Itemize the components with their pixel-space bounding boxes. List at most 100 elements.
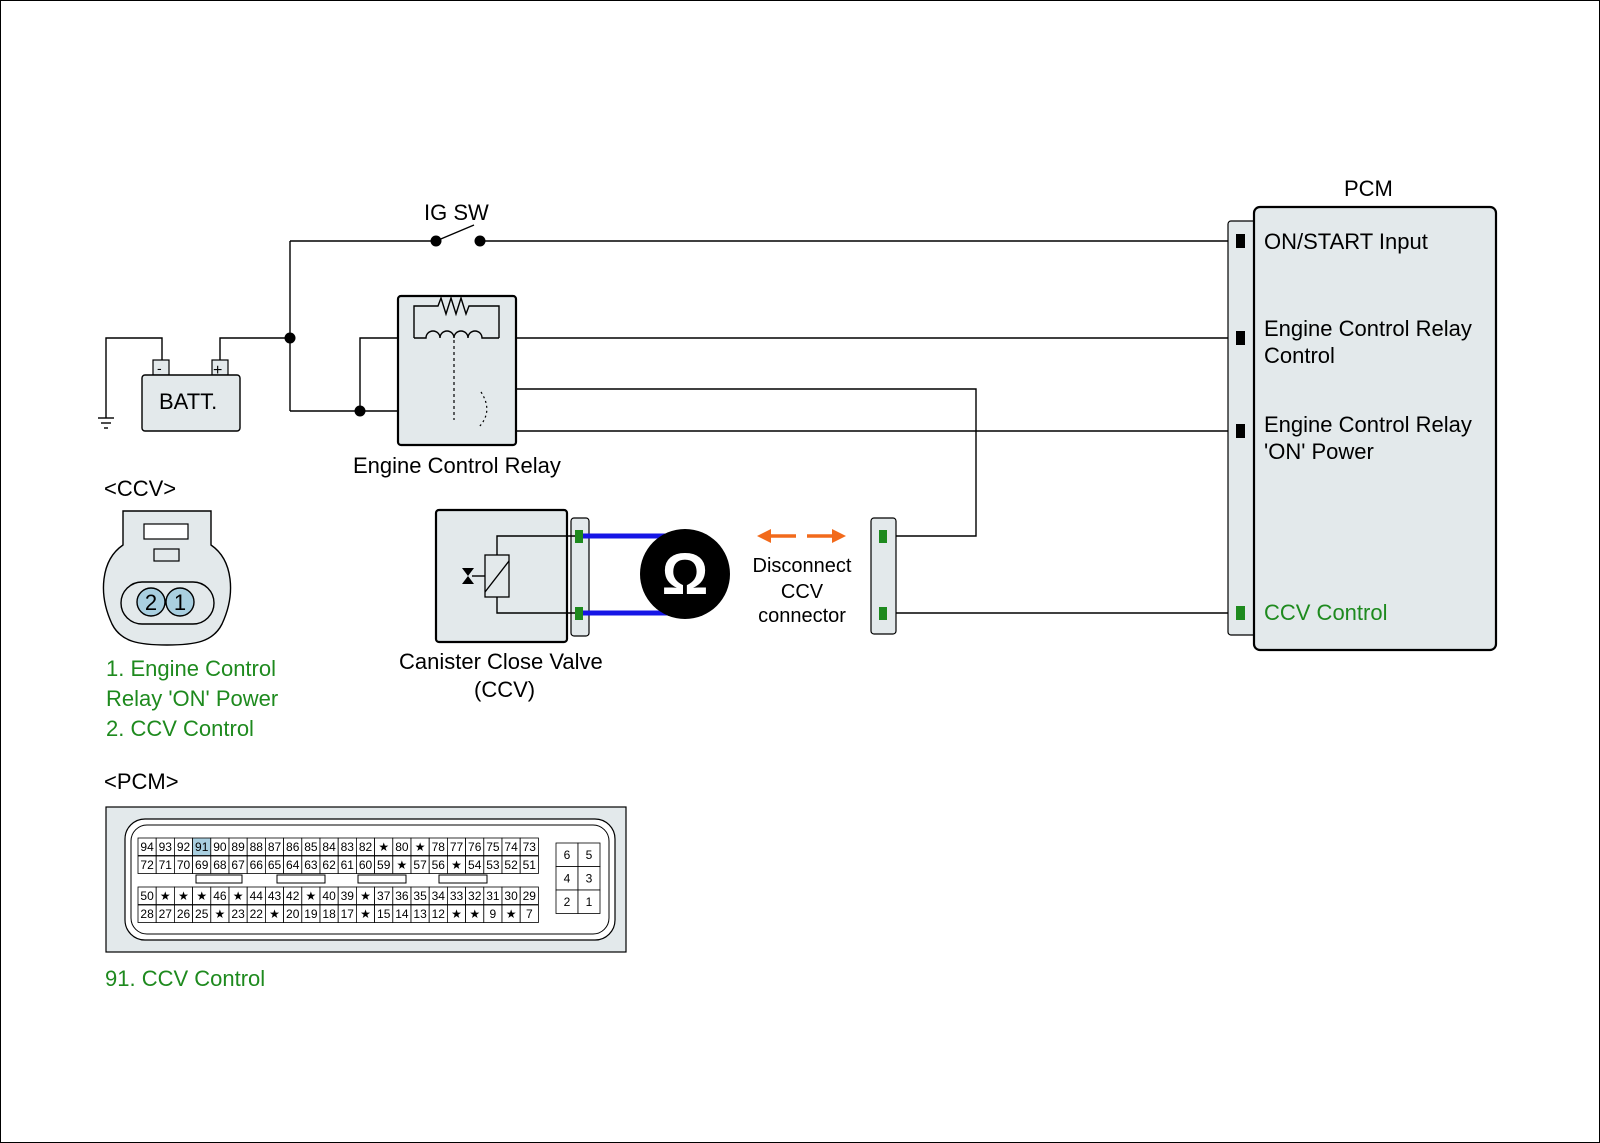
battery: - + BATT. xyxy=(141,359,241,432)
pcm-pin-label: ★ xyxy=(360,889,371,903)
pcm-pin-label: 71 xyxy=(159,858,173,872)
pcm-pin-label: 15 xyxy=(377,907,391,921)
pcm-pin-label: 30 xyxy=(504,889,518,903)
pcm-pin-label: ★ xyxy=(506,907,517,921)
ig-sw-label: IG SW xyxy=(424,200,489,225)
pcm-side-pin-cell xyxy=(577,889,601,914)
pcm-pin-label: 90 xyxy=(213,840,227,854)
pcm-pin-label: 22 xyxy=(250,907,264,921)
pcm-pin-label: 67 xyxy=(231,858,245,872)
engine-control-relay xyxy=(396,294,518,447)
pcm-pin-label: 34 xyxy=(432,889,446,903)
pcm-pin-label: 72 xyxy=(140,858,154,872)
pcm-module xyxy=(1227,205,1498,652)
ccv-legend-line-2: Relay 'ON' Power xyxy=(106,686,278,711)
ccv-connector-pin-1: 1 xyxy=(174,590,186,615)
pcm-pin-label: 39 xyxy=(341,889,355,903)
pcm-pin-cell xyxy=(519,855,539,874)
pcm-pin-label: 54 xyxy=(468,858,482,872)
pcm-pin-label: ★ xyxy=(415,840,426,854)
pcm-pin-label: 26 xyxy=(177,907,191,921)
pcm-pin-label: 94 xyxy=(140,840,154,854)
disconnect-label-3: connector xyxy=(758,605,846,627)
pcm-pin-relay-on-power-1: Engine Control Relay xyxy=(1264,412,1472,437)
relay-label: Engine Control Relay xyxy=(353,453,561,478)
pcm-pin-label: ★ xyxy=(397,858,408,872)
pcm-pin-label: 23 xyxy=(231,907,245,921)
pcm-pin-label: ★ xyxy=(215,907,226,921)
pcm-pin-label: 50 xyxy=(140,889,154,903)
pcm-pin-label: 52 xyxy=(504,858,518,872)
ccv-legend-line-1: 1. Engine Control xyxy=(106,656,276,681)
pcm-pin-label: 64 xyxy=(286,858,300,872)
ccv-valve-label-1: Canister Close Valve xyxy=(399,649,603,674)
pcm-pin-label: ★ xyxy=(451,907,462,921)
pcm-pin-label: 83 xyxy=(341,840,355,854)
pcm-pin-label: 92 xyxy=(177,840,191,854)
battery-negative: - xyxy=(157,360,162,376)
canister-close-valve xyxy=(434,508,590,644)
pcm-pin-label: 57 xyxy=(413,858,427,872)
pcm-pin-label: ★ xyxy=(160,889,171,903)
pcm-side-pin-label: 3 xyxy=(586,872,593,886)
pcm-pin-label: 61 xyxy=(341,858,355,872)
pcm-pin-label: 36 xyxy=(395,889,409,903)
pcm-pin-label: 65 xyxy=(268,858,282,872)
pcm-connector-header: <PCM> xyxy=(104,769,179,794)
pcm-pin-label: 84 xyxy=(322,840,336,854)
pcm-pin-cell xyxy=(519,904,539,923)
ccv-valve-label-2: (CCV) xyxy=(474,677,535,702)
pcm-pin-label: 46 xyxy=(213,889,227,903)
pcm-side-pin-label: 5 xyxy=(586,848,593,862)
pcm-pin-label: 19 xyxy=(304,907,318,921)
pcm-pin-label: 91 xyxy=(195,840,209,854)
pcm-pin-label: 40 xyxy=(322,889,336,903)
pcm-pin-label: ★ xyxy=(196,889,207,903)
pcm-pin-label: 93 xyxy=(159,840,173,854)
pcm-pin-label: 89 xyxy=(231,840,245,854)
pcm-pin-label: 68 xyxy=(213,858,227,872)
pcm-side-pin-label: 1 xyxy=(586,895,593,909)
pcm-pin-label: 86 xyxy=(286,840,300,854)
disconnect-label-1: Disconnect xyxy=(753,555,852,577)
pcm-pin-label: 62 xyxy=(322,858,336,872)
pcm-pin-label: ★ xyxy=(306,889,317,903)
ohm-symbol: Ω xyxy=(662,542,709,607)
pcm-pin-label: 37 xyxy=(377,889,391,903)
pcm-pin-ccv-control: CCV Control xyxy=(1264,600,1387,625)
pcm-pin-label: 74 xyxy=(504,840,518,854)
pcm-pin-label: 63 xyxy=(304,858,318,872)
pcm-pin-label: 85 xyxy=(304,840,318,854)
pcm-pin-label: 25 xyxy=(195,907,209,921)
pcm-pin-label: 13 xyxy=(413,907,427,921)
battery-positive: + xyxy=(213,362,222,379)
pcm-pin-label: 7 xyxy=(526,907,533,921)
pcm-pin-label: 82 xyxy=(359,840,373,854)
pcm-pin-label: 77 xyxy=(450,840,464,854)
pcm-pin-label: 18 xyxy=(322,907,336,921)
pcm-pin-label: 33 xyxy=(450,889,464,903)
pcm-pin-label: 27 xyxy=(159,907,173,921)
pcm-pin-label: 44 xyxy=(250,889,264,903)
pcm-pin-label: 14 xyxy=(395,907,409,921)
pcm-pin-label: 42 xyxy=(286,889,300,903)
ccv-connector-face xyxy=(102,510,232,646)
pcm-title: PCM xyxy=(1344,176,1393,201)
pcm-pin-label: 70 xyxy=(177,858,191,872)
pcm-pin-label: 88 xyxy=(250,840,264,854)
pcm-legend: 91. CCV Control xyxy=(105,966,265,991)
pcm-pin-label: 69 xyxy=(195,858,209,872)
pcm-pin-label: 51 xyxy=(523,858,537,872)
pcm-pin-label: ★ xyxy=(269,907,280,921)
pcm-pin-relay-on-power-2: 'ON' Power xyxy=(1264,439,1374,464)
disconnect-arrows xyxy=(757,529,846,543)
pcm-pin-label: 35 xyxy=(413,889,427,903)
harness-connector xyxy=(870,517,897,635)
pcm-pin-label: 12 xyxy=(432,907,446,921)
pcm-pin-label: 43 xyxy=(268,889,282,903)
pcm-pin-label: ★ xyxy=(469,907,480,921)
